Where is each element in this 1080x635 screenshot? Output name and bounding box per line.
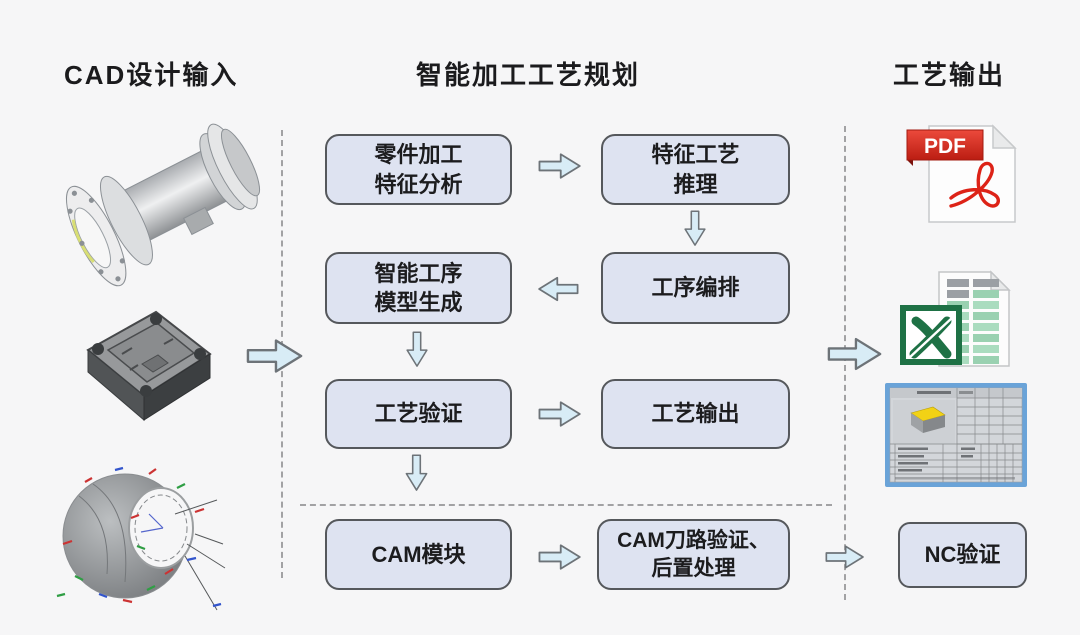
flow-box-label: NC验证 [924, 542, 1001, 568]
section-title-cad-input: CAD设计输入 [64, 60, 239, 90]
flow-box-label: 工艺验证 [374, 401, 463, 427]
flow-box-label: 工序编排 [651, 275, 740, 301]
cad-model-dome-shell-image [56, 466, 226, 611]
process-sheet-thumbnail [885, 383, 1027, 487]
flow-box-process-verification: 工艺验证 [325, 379, 512, 449]
flow-box-label: 特征工艺 [651, 142, 740, 168]
arrow-right-icon [538, 401, 581, 427]
arrow-right-icon [538, 153, 581, 179]
flow-box-process-sequencing: 工序编排 [601, 252, 790, 324]
flow-box-label: 智能工序 [374, 260, 463, 286]
arrow-down-icon [684, 210, 706, 246]
arrow-right-icon [827, 337, 882, 371]
arrow-right-icon [538, 544, 581, 570]
flow-box-feature-process-reasoning: 特征工艺 推理 [601, 134, 790, 205]
flow-box-label: CAM模块 [371, 541, 466, 567]
flow-box-label: 推理 [673, 171, 718, 197]
flow-box-intelligent-process-model: 智能工序 模型生成 [325, 252, 512, 324]
flow-box-label: 后置处理 [651, 556, 736, 580]
flow-box-label: 零件加工 [374, 142, 463, 168]
arrow-down-icon [406, 331, 428, 367]
arrow-down-icon [405, 454, 428, 491]
pdf-badge-label: PDF [924, 135, 966, 158]
excel-file-icon [900, 270, 1011, 367]
arrow-left-icon [538, 276, 579, 302]
flow-box-label: 模型生成 [374, 290, 463, 315]
pdf-file-icon: PDF [906, 124, 1017, 223]
arrow-right-icon [246, 339, 303, 373]
section-title-process-output: 工艺输出 [893, 60, 1006, 90]
flow-box-process-output: 工艺输出 [601, 379, 790, 449]
section-title-process-planning: 智能加工工艺规划 [416, 60, 641, 90]
cad-model-machined-plate-image [86, 310, 212, 422]
flow-box-label: CAM刀路验证、 [617, 528, 770, 552]
arrow-right-icon [825, 545, 864, 569]
right-section-divider [844, 126, 846, 600]
flow-box-nc-verification: NC验证 [898, 522, 1027, 588]
flow-box-cam-module: CAM模块 [325, 519, 512, 590]
flow-box-cam-toolpath-verification: CAM刀路验证、 后置处理 [597, 519, 790, 590]
cad-model-flanged-shaft-image [65, 123, 261, 287]
flow-box-label: 特征分析 [374, 171, 463, 197]
flow-box-label: 工艺输出 [651, 401, 740, 427]
cam-section-divider [300, 504, 832, 506]
flow-box-feature-analysis: 零件加工 特征分析 [325, 134, 512, 205]
